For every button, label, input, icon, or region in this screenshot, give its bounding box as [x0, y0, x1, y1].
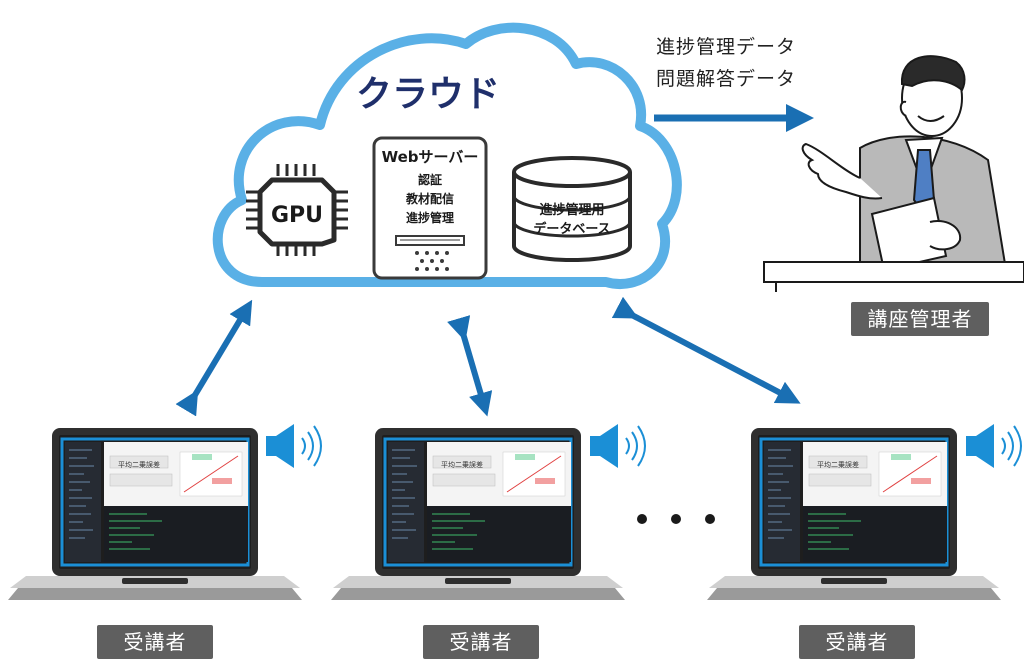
laptop-1-icon	[6, 426, 304, 602]
server-function-content: 教材配信	[405, 191, 454, 206]
ellipsis-more-learners	[637, 514, 715, 524]
presenter-illustration	[763, 55, 1024, 292]
server-function-progress: 進捗管理	[406, 210, 454, 225]
laptop-2-screen-title: 平均二乗誤差	[441, 460, 483, 469]
speaker-icon-2	[589, 423, 646, 469]
server-title: Webサーバー	[382, 148, 479, 166]
laptop-1-screen-title: 平均二乗誤差	[118, 460, 160, 469]
gpu-label: GPU	[271, 203, 323, 228]
link-arrow-right	[611, 296, 801, 404]
speaker-icon-1	[265, 423, 322, 469]
gpu-chip-icon	[246, 164, 348, 256]
cloud-title: クラウド	[356, 74, 500, 115]
learner-label-2: 受講者	[423, 625, 539, 659]
flow-label-1: 進捗管理データ	[656, 36, 797, 58]
database-label-1: 進捗管理用	[539, 202, 604, 218]
link-arrow-left	[175, 299, 253, 417]
learner-label-3: 受講者	[799, 625, 915, 659]
learner-label-1: 受講者	[97, 625, 213, 659]
laptop-3-screen-title: 平均二乗誤差	[817, 460, 859, 469]
speaker-icon-3	[965, 423, 1022, 469]
database-label-2: データベース	[533, 221, 610, 237]
laptop-3-icon	[705, 426, 1003, 602]
database-icon	[512, 156, 632, 262]
admin-label: 講座管理者	[851, 302, 989, 336]
flow-label-2: 問題解答データ	[656, 68, 797, 90]
laptop-2-icon	[329, 426, 627, 602]
server-icon	[372, 136, 488, 280]
server-function-auth: 認証	[418, 172, 442, 187]
link-arrow-center	[447, 315, 493, 417]
